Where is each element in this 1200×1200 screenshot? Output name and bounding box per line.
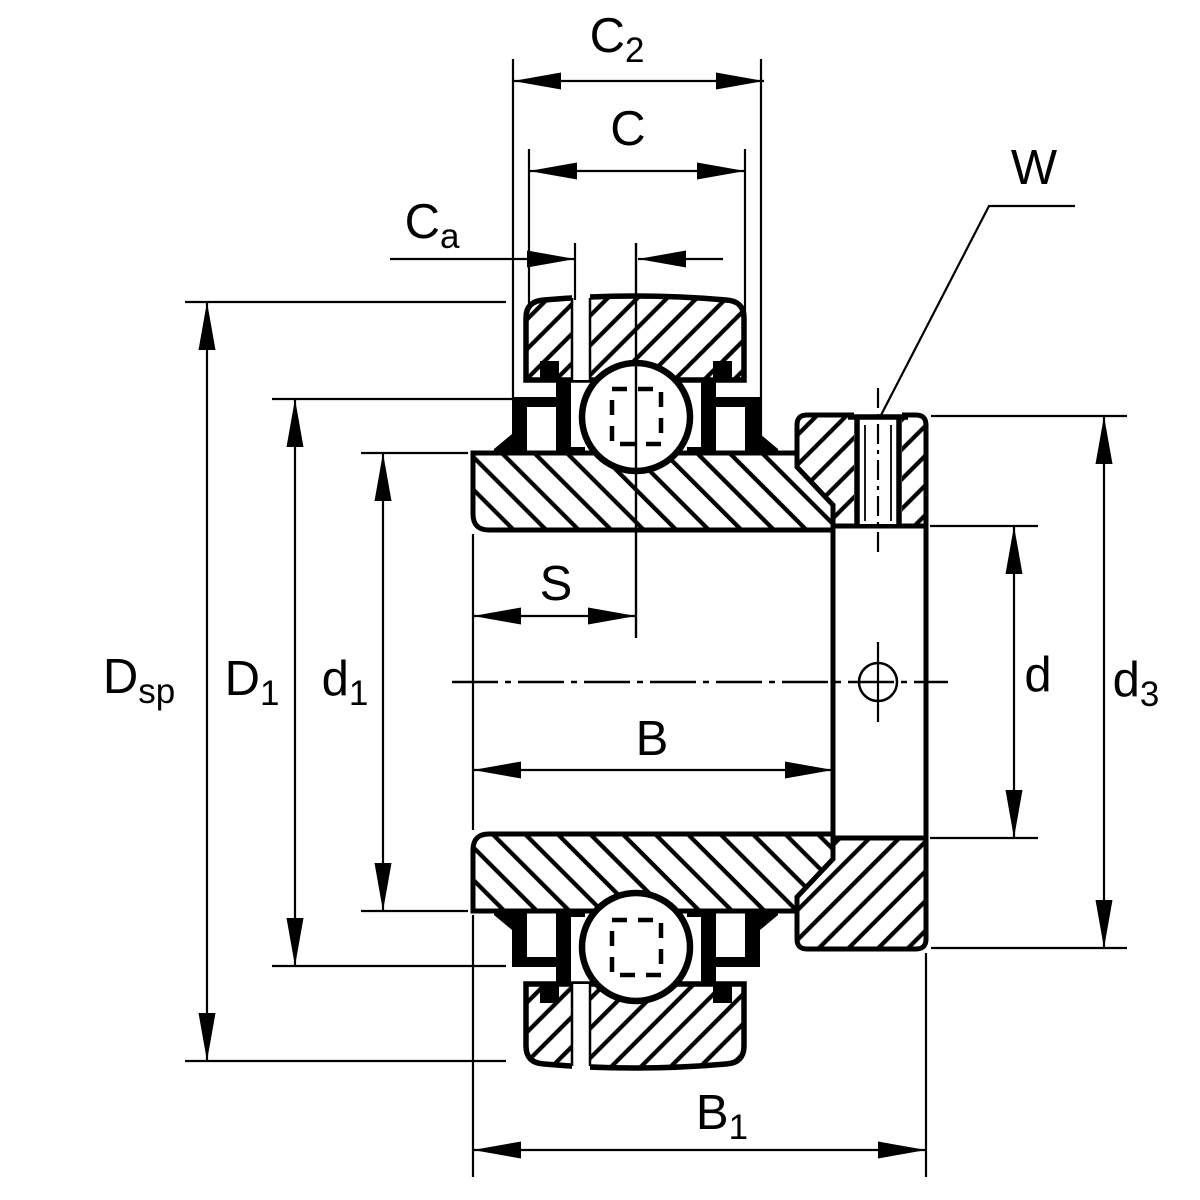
lube-groove-bottom (572, 984, 590, 1070)
grub-screw-hole (848, 388, 908, 552)
dim-label-d3: d3 (1112, 653, 1160, 714)
centerlines (452, 243, 948, 684)
lube-groove-top (572, 294, 590, 380)
dim-label-c: C (610, 102, 646, 157)
inner-ring-section (470, 450, 836, 914)
dim-label-d1-outer: D1 (224, 652, 280, 713)
extension-lines (185, 59, 1127, 1177)
dim-label-s: S (539, 557, 573, 612)
ball-bottom (578, 889, 694, 1005)
dim-label-d: d (1024, 648, 1052, 703)
leader-w (878, 204, 1075, 420)
dim-label-b: B (635, 712, 669, 767)
dim-label-ca: Ca (404, 195, 460, 256)
dim-label-dsp: Dsp (102, 650, 176, 711)
dim-label-w: W (1010, 141, 1058, 196)
outer-ring-bottom (523, 981, 747, 1071)
dim-label-b1: B1 (695, 1086, 749, 1147)
locking-collar (794, 388, 929, 952)
dim-label-d1-inner: d1 (321, 652, 369, 713)
dim-label-c2: C2 (589, 9, 645, 70)
